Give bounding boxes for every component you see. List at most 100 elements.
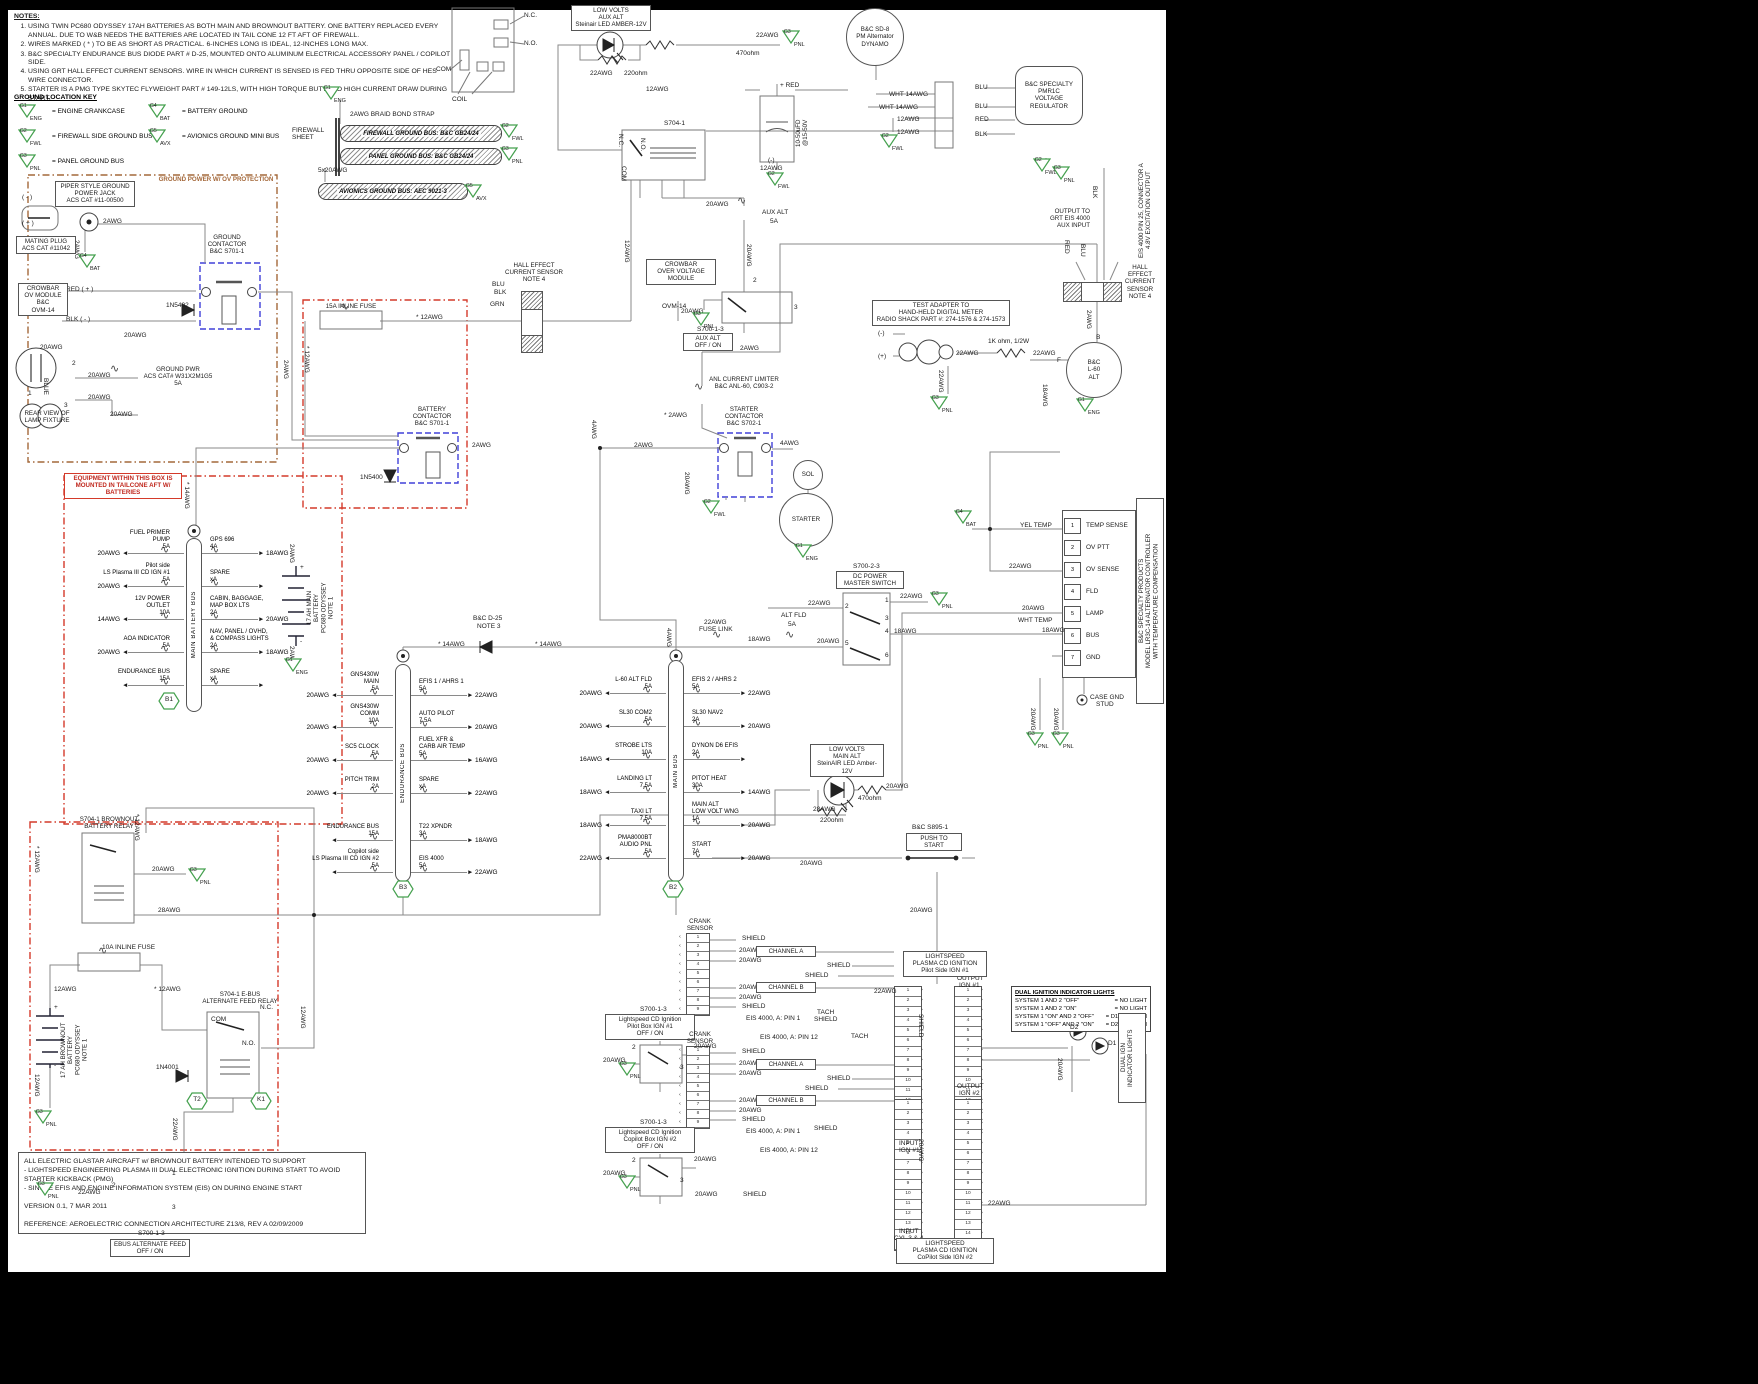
- output-ign-2-connector-pin-11: 11: [955, 1200, 981, 1210]
- bus-row-awg: 20AWG: [475, 724, 498, 731]
- wire-label: GRN: [490, 301, 505, 308]
- ground-triangle-icon: [35, 1182, 55, 1197]
- wire-label: ∿: [785, 629, 795, 641]
- bus-row-label-line: CABIN, BAGGAGE,: [210, 596, 264, 602]
- bus-row-label-line: 5A: [419, 685, 427, 692]
- pin-arrow-icon: ›: [921, 1180, 923, 1186]
- arrow-icon: ►: [467, 692, 474, 699]
- lr3c-product-vtext-line: MODEL LR3C-14 ALTERNATOR CONTROLLER: [1145, 533, 1153, 669]
- crank-sensor-2-connector-pin-6: 6: [687, 1092, 709, 1101]
- arrow-icon: ◄: [331, 837, 338, 844]
- fuse-icon: ∿: [369, 686, 379, 698]
- fuse-icon: ∿: [419, 831, 429, 843]
- bus-row-label-line: MAIN: [364, 678, 379, 685]
- arrow-icon: ◄: [331, 692, 338, 699]
- output-ign-2-connector-pin-1: 1: [955, 1100, 981, 1110]
- fuse-icon: ∿: [419, 784, 429, 796]
- input-cyl-3-4-connector-pin-5: 5: [895, 1140, 921, 1150]
- pin-arrow-icon: ‹: [679, 934, 681, 940]
- input-ign-1-connector-pin-3: 3: [895, 1007, 921, 1017]
- arrow-icon: ►: [467, 757, 474, 764]
- starter-solenoid: SOL: [793, 460, 823, 490]
- hex-node-icon: [186, 1092, 208, 1110]
- bus-row-label-line: OUTLET: [146, 602, 170, 609]
- bus-row-label-line: PITOT HEAT: [692, 776, 727, 782]
- brownout-relay-title-line: S704-1 BROWNOUT: [79, 816, 139, 823]
- channel-b-1-line: CHANNEL B: [768, 984, 804, 991]
- lr3c-product-vtext-line: B&C SPECIALTY PRODUCTS: [1138, 558, 1145, 644]
- lr3c-pin-label: FLD: [1086, 588, 1099, 595]
- pmr1c-voltage-regulator-line: B&C SPECIALTY: [1024, 81, 1074, 88]
- pin-arrow-icon: ›: [981, 1120, 983, 1126]
- fuse-icon: ∿: [160, 544, 170, 556]
- ground-id: G2: [20, 128, 27, 134]
- wire-label: +: [54, 1004, 58, 1011]
- bus-row-wire: [128, 586, 184, 587]
- notes-list: USING TWIN PC680 ODYSSEY 17AH BATTERIES …: [28, 23, 450, 103]
- channel-b-1: CHANNEL B: [756, 982, 816, 994]
- dual-ign-indicator-vtext-line: INDICATOR LIGHTS: [1127, 1029, 1135, 1087]
- wire-label: ALT FLD: [781, 612, 807, 619]
- low-volts-main-alt-label-line: LOW VOLTS: [829, 746, 865, 753]
- pin-arrow-icon: ›: [921, 1117, 923, 1123]
- lr3c-pin-label: OV PTT: [1086, 544, 1110, 551]
- ground-pwr-fuse-label-line: 5A: [174, 380, 182, 388]
- crowbar-over-voltage-module-2-line: OVER VOLTAGE: [657, 268, 705, 276]
- wire-label: 20AWG: [739, 1060, 762, 1067]
- input-ign-1-connector-pin-1: 1: [895, 987, 921, 997]
- bus-row-wire: [610, 825, 666, 826]
- bus-row-label-line: 5A: [162, 576, 170, 583]
- bus-row-label-line: 3A: [419, 830, 427, 837]
- lightspeed-switch-1-label-line: Lightspeed CD Ignition: [618, 1016, 682, 1023]
- bus-row-label-line: NAV, PANEL / OVHD,: [210, 629, 268, 635]
- pin-arrow-icon: ‹: [679, 1047, 681, 1053]
- bus-row-label-line: ENDURANCE BUS: [326, 824, 379, 830]
- wire-label: 3: [172, 1204, 176, 1211]
- hall-sensor-2-left: [1063, 282, 1083, 302]
- ground-triangle-icon: [463, 184, 483, 199]
- pin-arrow-icon: ›: [981, 1107, 983, 1113]
- bus-row-awg: 20AWG: [579, 690, 602, 697]
- indicator-result: = NO LIGHT: [1114, 1006, 1147, 1012]
- dc-power-master-switch-label-line: MASTER SWITCH: [844, 580, 896, 588]
- ground-sub: FWL: [30, 141, 42, 147]
- wire-label: 2: [632, 1044, 636, 1051]
- fuse-icon: ∿: [692, 783, 702, 795]
- wire-label: RED: [1063, 240, 1070, 254]
- indicator-table-row: SYSTEM 1 AND 2 "ON"= NO LIGHT: [1015, 1005, 1147, 1013]
- wire-label: RED ( + ): [66, 286, 94, 293]
- wiring-diagram: NOTES: USING TWIN PC680 ODYSSEY 17AH BAT…: [0, 0, 1166, 1272]
- pin-arrow-icon: ‹: [679, 943, 681, 949]
- wire-label: 18AWG: [894, 628, 917, 635]
- note-item-3: B&C SPECIALTY ENDURANCE BUS DIODE PART #…: [28, 51, 450, 68]
- wire-label: 2AWG BRAID BOND STRAP: [350, 111, 435, 118]
- wire-label: COM: [436, 66, 452, 73]
- wire-label: TACH: [851, 1033, 869, 1040]
- input-ign-1-connector-pin-11: 11: [895, 1087, 921, 1097]
- low-volts-main-alt-label-line: MAIN ALT: [833, 753, 861, 761]
- wire-label: 2: [112, 1182, 116, 1189]
- wire-label: SHIELD: [742, 1048, 766, 1055]
- piper-ground-power-jack-label-line: PIPER STYLE GROUND: [60, 183, 130, 190]
- ground-triangle-icon: [879, 134, 899, 149]
- wire-label: 28AWG: [813, 806, 836, 813]
- input-cyl-3-4-connector-pin-8: 8: [895, 1170, 921, 1180]
- wire-label: 4AWG: [780, 440, 799, 447]
- pin-arrow-icon: ›: [981, 1130, 983, 1136]
- ground-id: G3: [1028, 731, 1035, 737]
- ground-triangle-icon: [953, 510, 973, 525]
- pin-arrow-icon: ›: [981, 1160, 983, 1166]
- arrow-icon: ◄: [331, 757, 338, 764]
- arrow-icon: ◄: [604, 756, 611, 763]
